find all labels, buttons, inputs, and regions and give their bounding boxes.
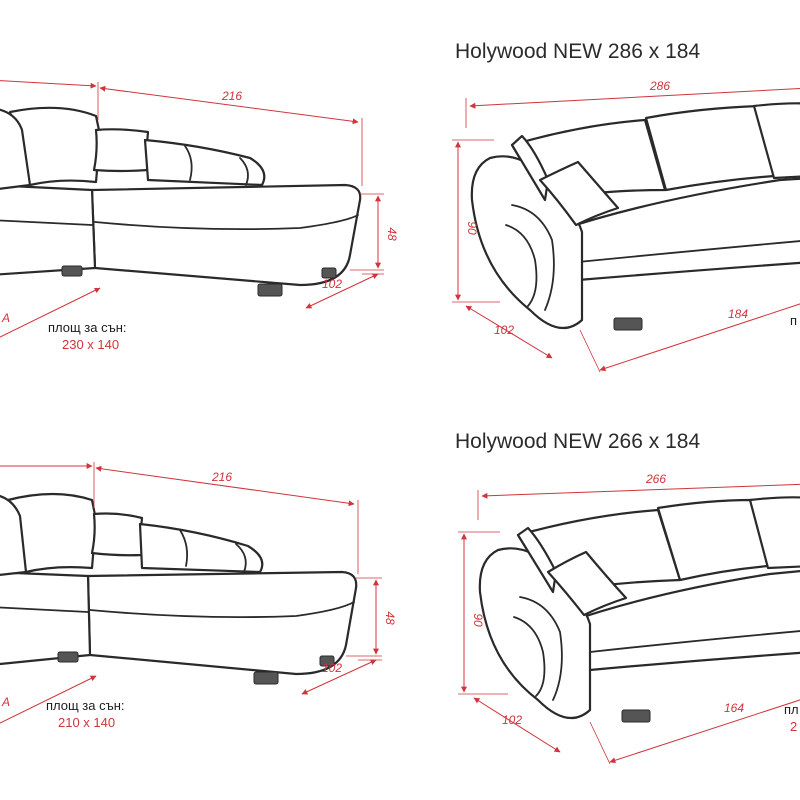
bolster-seam bbox=[179, 529, 189, 567]
foot bbox=[257, 283, 283, 297]
dim-depth-label: 102 bbox=[494, 323, 514, 337]
dim-length-label: 216 bbox=[211, 470, 232, 484]
dim-partial-label: A bbox=[1, 311, 10, 325]
dim-line-length bbox=[481, 483, 800, 499]
foot bbox=[253, 671, 279, 685]
sleep-area-value: 210 x 140 bbox=[58, 715, 115, 730]
product-title: Holywood NEW 286 x 184 bbox=[455, 40, 700, 63]
corner-sofa-bottom: 216 48 102 A площ за сън: 210 x 140 bbox=[0, 462, 397, 730]
pillow bbox=[90, 512, 144, 557]
seat bbox=[566, 570, 800, 672]
dim-line-length bbox=[469, 88, 800, 109]
left-seat bbox=[0, 184, 97, 276]
bolster-seam bbox=[184, 145, 193, 181]
back-cushion bbox=[752, 102, 800, 180]
dim-line-seat bbox=[609, 699, 800, 764]
dim-line-depth bbox=[301, 659, 377, 695]
bolster-end bbox=[239, 157, 249, 186]
partial-label: п bbox=[790, 313, 797, 328]
back-cushion bbox=[748, 496, 800, 570]
sleep-area-value: 230 x 140 bbox=[62, 337, 119, 352]
bolster-end bbox=[235, 543, 247, 573]
chaise-body bbox=[86, 570, 358, 676]
dim-partial-label: A bbox=[1, 695, 10, 709]
dim-length-label: 216 bbox=[221, 89, 242, 103]
foot bbox=[57, 651, 79, 663]
chaise-seam bbox=[94, 214, 359, 231]
arm-outer-curve bbox=[505, 224, 538, 307]
dim-height-label: 90 bbox=[465, 221, 479, 235]
corner-sofa-top: 216 48 102 A площ за сън: 230 x 140 bbox=[0, 80, 399, 352]
seat-front-seam bbox=[589, 630, 800, 653]
chaise-seam bbox=[89, 601, 355, 619]
left-seat-seam bbox=[0, 606, 89, 613]
left-seat-seam bbox=[0, 219, 93, 226]
partial-value: 2 bbox=[790, 719, 797, 734]
dim-depth-label: 102 bbox=[502, 713, 522, 727]
dim-height-label: 90 bbox=[471, 613, 485, 627]
sleep-area-label: площ за сън: bbox=[48, 320, 127, 335]
straight-sofa-top: Holywood NEW 286 x 184 286 90 102 184 bbox=[452, 40, 800, 373]
dim-line-length bbox=[95, 465, 355, 507]
seat-front-seam bbox=[577, 240, 800, 263]
bolster bbox=[138, 522, 264, 574]
dim-length-label: 286 bbox=[649, 79, 670, 93]
seat bbox=[558, 177, 800, 282]
partial-label: пл bbox=[784, 702, 799, 717]
pillow bbox=[92, 128, 150, 173]
foot bbox=[613, 317, 643, 331]
arm-outer-curve bbox=[513, 616, 546, 697]
dim-length-label: 266 bbox=[645, 472, 666, 486]
dim-line-depth bbox=[465, 305, 553, 359]
dim-height-label: 48 bbox=[385, 227, 399, 241]
dim-line-length bbox=[99, 85, 359, 125]
dim-depth-label: 102 bbox=[322, 277, 342, 291]
sleep-area-label: площ за сън: bbox=[46, 698, 125, 713]
product-title: Holywood NEW 266 x 184 bbox=[455, 430, 700, 453]
foot bbox=[61, 265, 83, 277]
left-seat bbox=[0, 571, 92, 666]
left-back bbox=[0, 494, 28, 576]
dim-height-label: 48 bbox=[383, 611, 397, 625]
foot bbox=[621, 709, 651, 723]
pillow bbox=[538, 160, 620, 227]
dim-seat-label: 184 bbox=[728, 307, 748, 321]
dim-line-seat bbox=[599, 303, 800, 372]
straight-sofa-bottom: Holywood NEW 266 x 184 266 90 102 164 пл… bbox=[455, 430, 800, 765]
dim-line-depth bbox=[305, 273, 379, 309]
arm-inner-curve bbox=[519, 596, 563, 701]
bolster bbox=[143, 138, 266, 187]
dim-line-depth bbox=[473, 697, 561, 753]
dim-seat-label: 164 bbox=[724, 701, 744, 715]
left-back bbox=[0, 108, 32, 190]
dim-depth-label: 102 bbox=[322, 661, 342, 675]
arm-inner-curve bbox=[511, 204, 555, 311]
chaise-body bbox=[90, 183, 362, 287]
back-cushion bbox=[644, 104, 776, 192]
pillow bbox=[546, 550, 628, 617]
